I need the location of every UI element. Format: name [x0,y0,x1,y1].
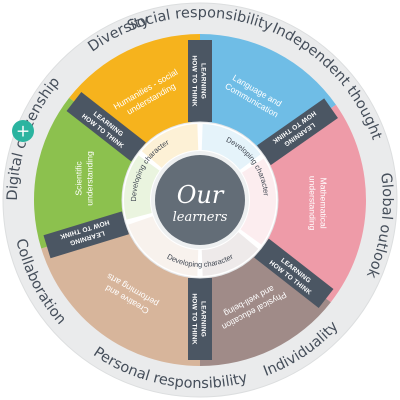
segment-label-line: understanding [84,151,94,206]
pill-label-line: HOW TO THINK [191,55,198,106]
subject-segment[interactable] [41,221,200,366]
center-circle [155,155,245,245]
developing-tint [128,216,199,276]
segment-label-line: Scientific [73,161,83,196]
plus-circle[interactable] [12,120,34,142]
developing-tint [141,124,199,168]
center-title-line2: learners [173,210,228,225]
subject-segment[interactable] [200,244,331,366]
expand-button[interactable]: + [12,120,34,142]
segment-label-line: understanding [307,176,317,231]
center-title-line1: Our [177,181,225,209]
developing-ring-tints [124,124,276,276]
developing-tint [240,158,276,245]
pill-label-line: HOW TO THINK [191,293,198,344]
pill-label-line: LEARNING [200,301,207,337]
developing-tint [201,232,259,276]
subject-segment[interactable] [69,33,200,156]
plus-icon[interactable]: + [16,122,30,142]
developing-tint [124,155,160,220]
segment-label-line: Mathematical [318,178,328,229]
developing-tint [201,124,261,170]
pill-label-line: LEARNING [200,63,207,99]
